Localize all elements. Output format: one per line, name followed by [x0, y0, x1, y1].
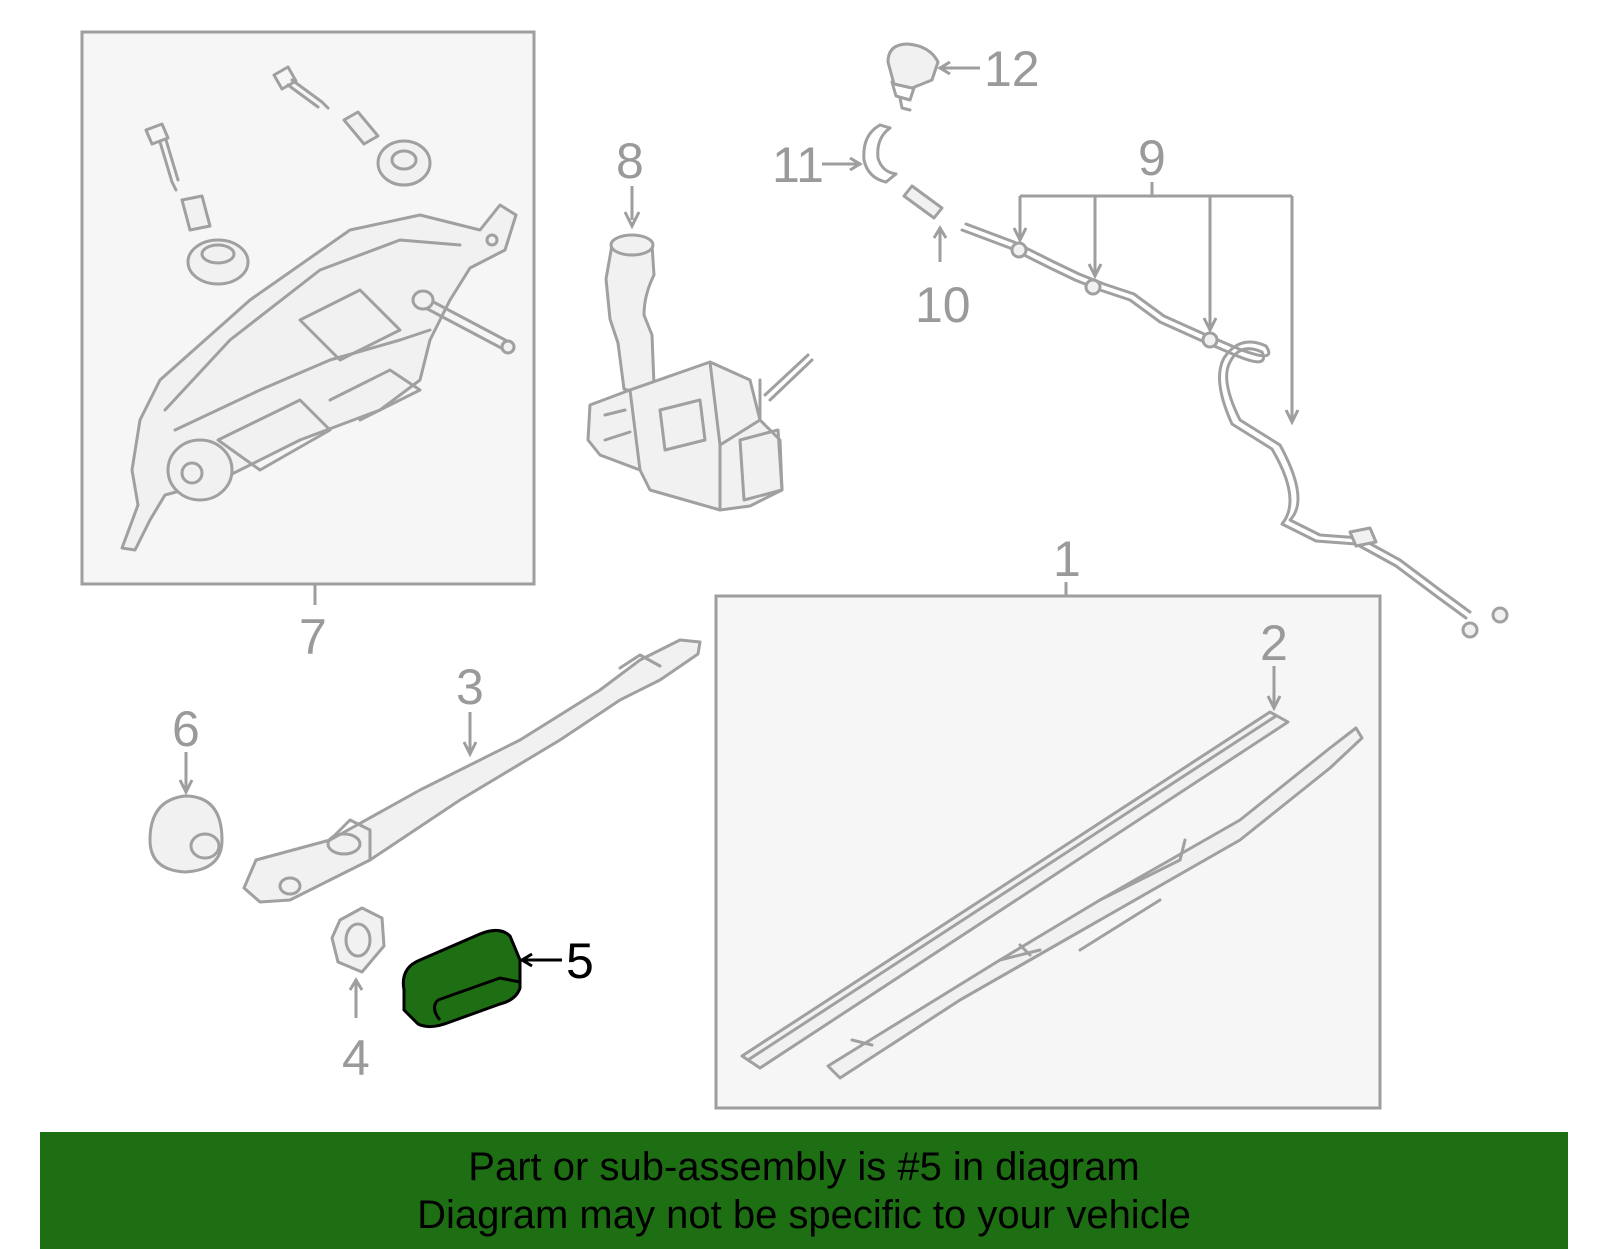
leader-9 — [1012, 182, 1300, 426]
callout-7: 7 — [299, 609, 327, 665]
callout-12: 12 — [984, 41, 1040, 97]
callout-5: 5 — [566, 933, 594, 989]
arm-cover-part[interactable] — [401, 929, 522, 1029]
callout-6: 6 — [172, 701, 200, 757]
joint-pipe-part[interactable] — [902, 184, 944, 220]
wiper-motor-part[interactable] — [120, 65, 518, 552]
hose-elbow-part[interactable] — [862, 123, 898, 184]
callout-11: 11 — [772, 137, 824, 193]
washer-nozzle-part[interactable] — [886, 42, 940, 112]
info-banner: Part or sub-assembly is #5 in diagram Di… — [40, 1132, 1568, 1249]
callout-4: 4 — [342, 1030, 370, 1086]
callout-3: 3 — [456, 659, 484, 715]
wiper-arm-part[interactable] — [242, 638, 702, 904]
washer-reservoir-part[interactable] — [586, 233, 814, 512]
callout-8: 8 — [616, 133, 644, 189]
callout-9: 9 — [1138, 130, 1166, 186]
callout-2: 2 — [1260, 615, 1288, 671]
wiper-blade-refill-part[interactable] — [740, 710, 1290, 1070]
washer-hose-part[interactable] — [960, 222, 1509, 639]
callout-10: 10 — [915, 277, 971, 333]
banner-line-2: Diagram may not be specific to your vehi… — [417, 1192, 1191, 1237]
callout-1: 1 — [1053, 531, 1081, 587]
pivot-cap-part[interactable] — [148, 794, 224, 874]
nut-part[interactable] — [330, 906, 386, 974]
banner-line-1: Part or sub-assembly is #5 in diagram — [468, 1144, 1140, 1189]
wiper-blade-part[interactable] — [826, 726, 1364, 1080]
